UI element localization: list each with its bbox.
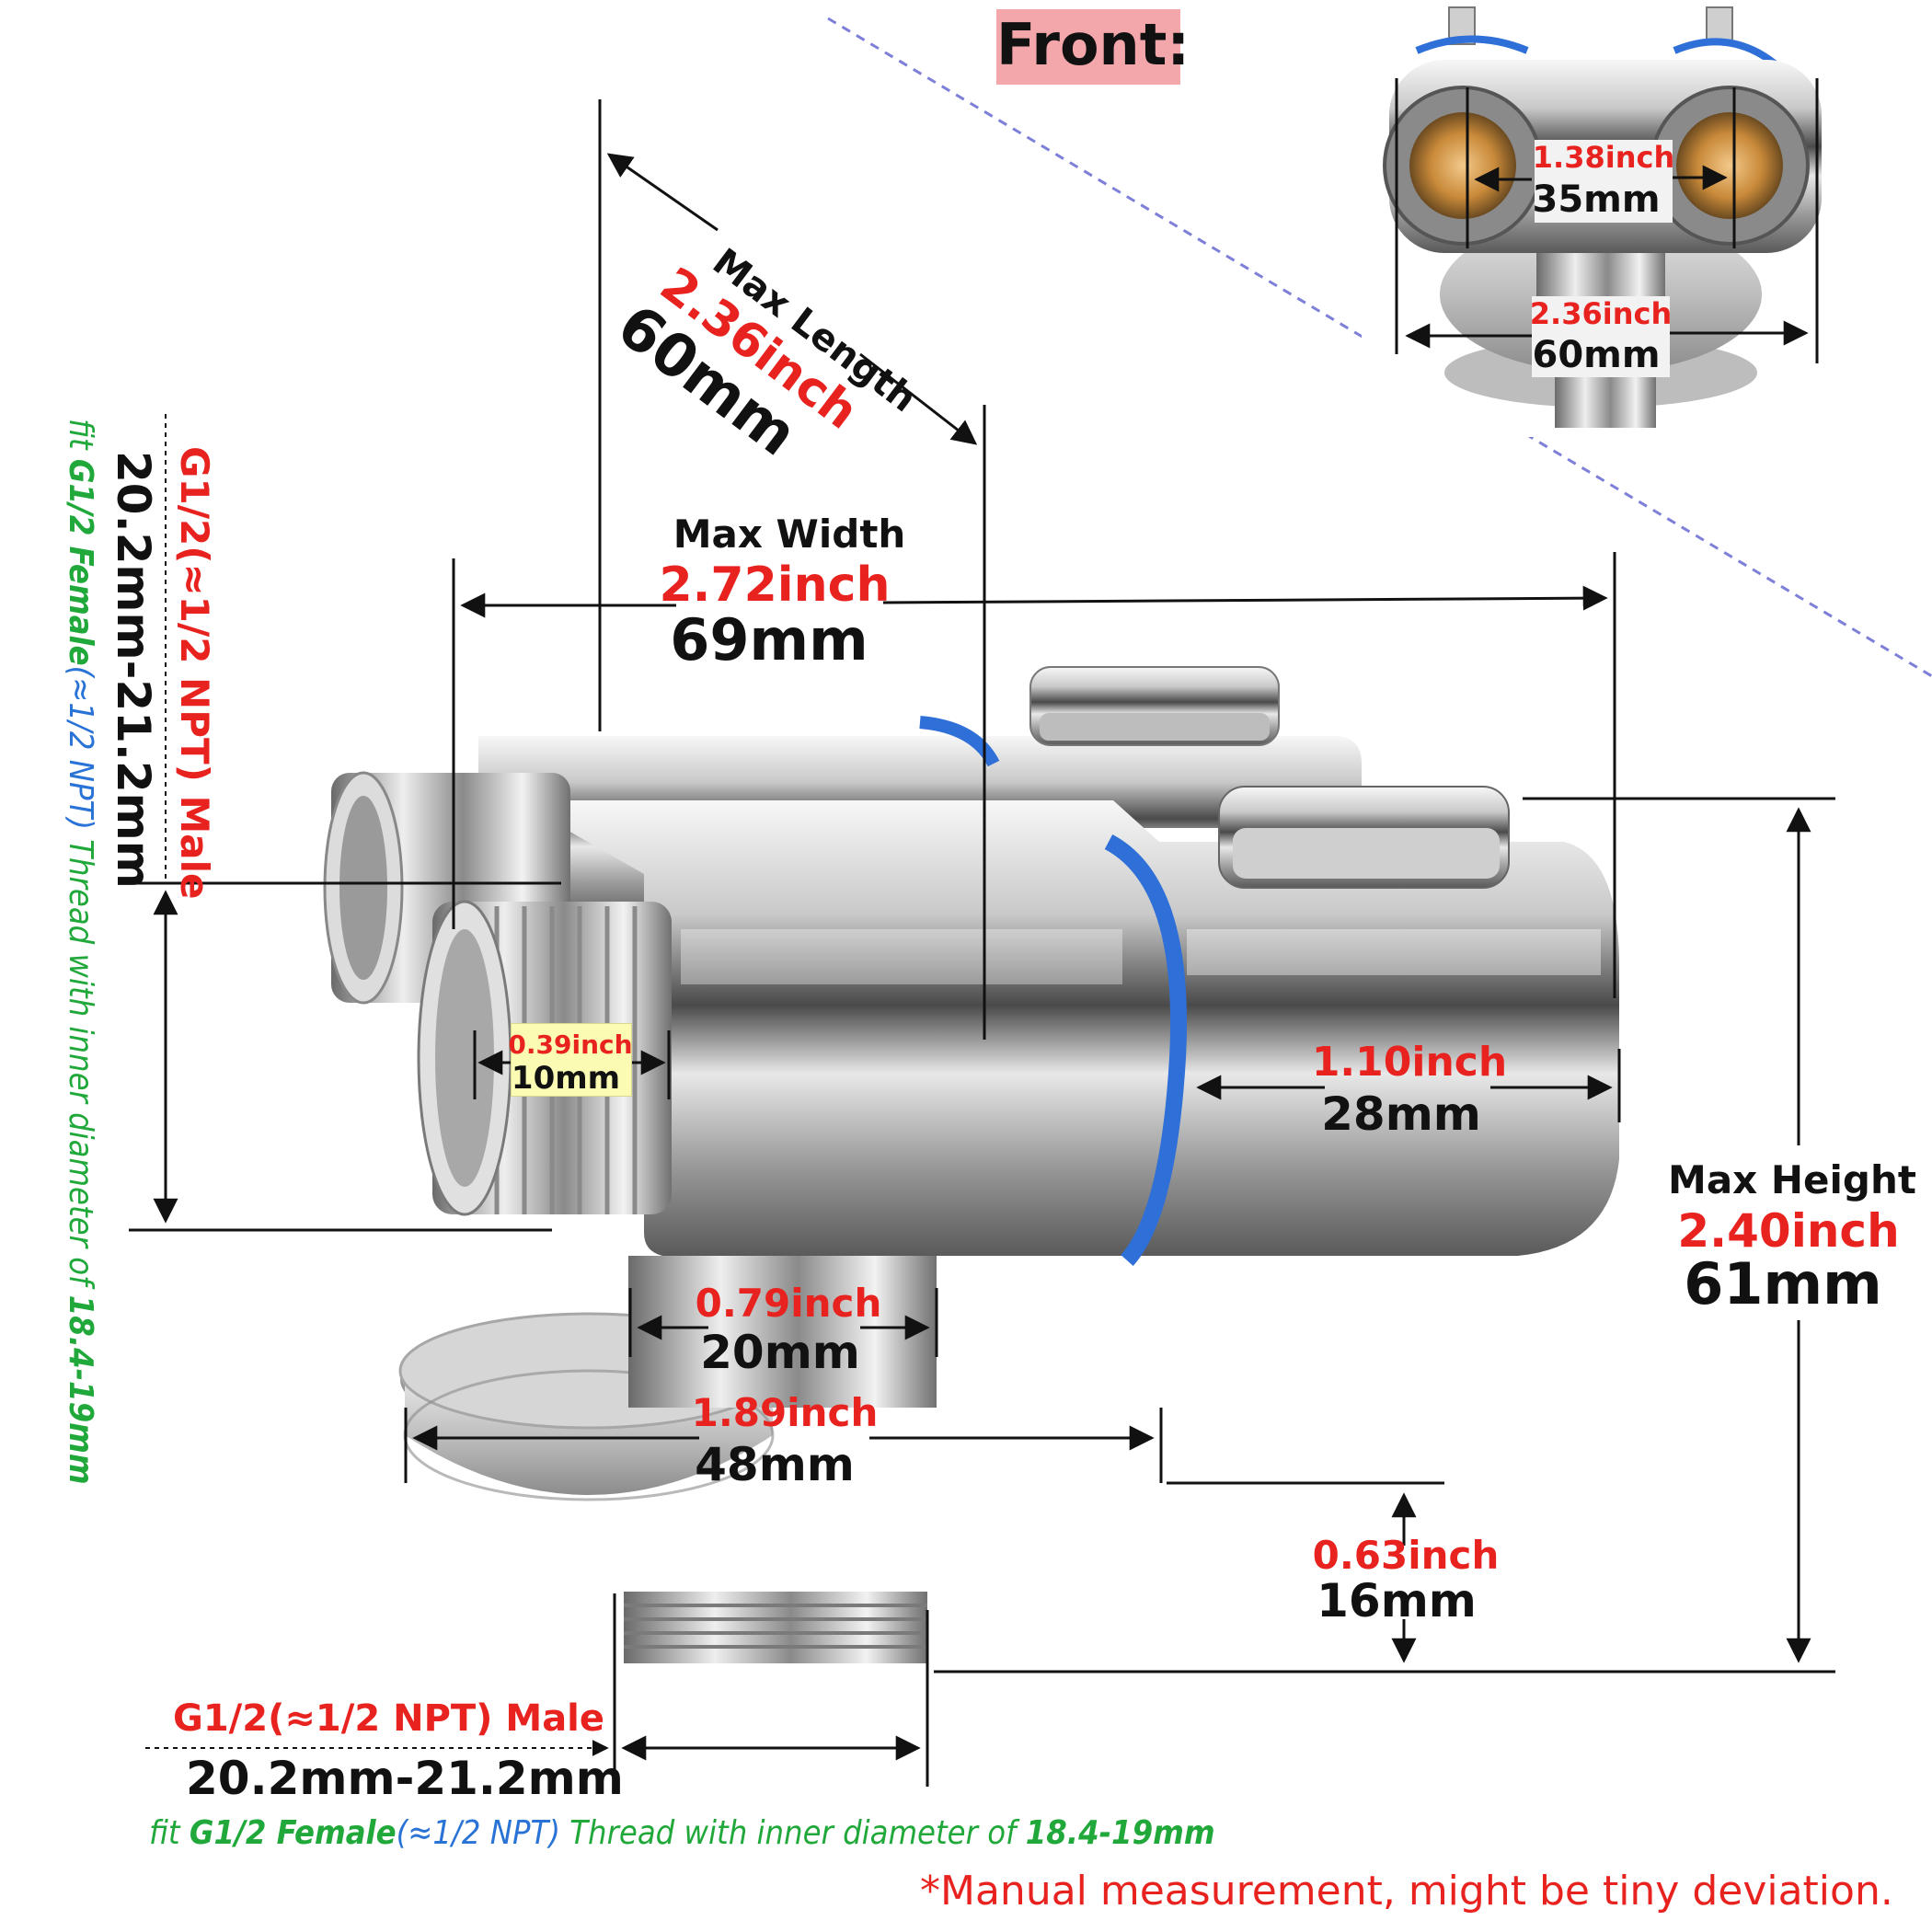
flange-height-inch: 0.63inch [1312, 1533, 1500, 1578]
bottom-fit-npt: (≈1/2 NPT) [396, 1814, 560, 1852]
thread-length-box [511, 1023, 632, 1097]
max-height-inch: 2.40inch [1677, 1204, 1900, 1258]
bottom-fit-prefix: fit [149, 1814, 190, 1852]
front-spacing-mm: 35mm [1532, 178, 1661, 221]
side-fit-range: 18.4-19mm [62, 1294, 99, 1485]
dimension-lines [129, 78, 1835, 1787]
side-fit-prefix: fit [62, 419, 99, 459]
side-thread-spec-wrap: G1/2(≈1/2 NPT) Male [172, 446, 217, 900]
handle-body-inch: 1.10inch [1311, 1039, 1508, 1086]
thread-length-inch: 0.39inch [508, 1029, 633, 1060]
bottom-thread-spec: G1/2(≈1/2 NPT) Male [173, 1697, 605, 1740]
max-width-title: Max Width [673, 512, 906, 557]
max-width-mm: 69mm [670, 606, 868, 673]
side-thread-fit-note: fit G1/2 Female(≈1/2 NPT) Thread with in… [62, 419, 99, 1485]
handle-body-mm: 28mm [1321, 1087, 1481, 1141]
valve-body [323, 666, 1619, 1663]
bottom-thread-size: 20.2mm-21.2mm [186, 1752, 624, 1805]
thread-length-mm: 10mm [511, 1060, 621, 1097]
bottom-fit-middle: Thread with inner diameter of [559, 1814, 1026, 1852]
bottom-fit-range: 18.4-19mm [1025, 1814, 1215, 1852]
max-height-mm: 61mm [1684, 1250, 1882, 1317]
max-height-title: Max Height [1668, 1157, 1916, 1202]
stem-inch: 0.79inch [695, 1281, 882, 1326]
flange-mm: 48mm [695, 1438, 855, 1491]
bottom-fit-thread: G1/2 Female [189, 1814, 397, 1852]
side-fit-thread: G1/2 Female [62, 458, 99, 666]
side-thread-spec: G1/2(≈1/2 NPT) Male [172, 446, 217, 900]
bottom-thread-fit-note: fit G1/2 Female(≈1/2 NPT) Thread with in… [149, 1814, 1215, 1852]
front-view-title: Front: [996, 11, 1190, 78]
max-width-inch: 2.72inch [659, 558, 891, 613]
front-view-label: Front: [996, 9, 1190, 85]
front-width-mm: 60mm [1532, 334, 1661, 376]
side-thread-size-wrap: 20.2mm-21.2mm [107, 451, 160, 889]
measurement-note: *Manual measurement, might be tiny devia… [920, 1868, 1893, 1915]
side-fit-middle: Thread with inner diameter of [62, 829, 99, 1295]
stem-mm: 20mm [700, 1326, 860, 1379]
side-fit-npt: (≈1/2 NPT) [62, 665, 99, 830]
front-spacing-inch: 1.38inch [1532, 140, 1675, 175]
front-width-inch: 2.36inch [1529, 296, 1673, 331]
front-spacing-box [1535, 140, 1673, 223]
side-thread-size: 20.2mm-21.2mm [107, 451, 160, 889]
flange-inch: 1.89inch [691, 1390, 879, 1435]
front-width-box [1532, 296, 1670, 377]
flange-height-mm: 16mm [1317, 1574, 1477, 1627]
